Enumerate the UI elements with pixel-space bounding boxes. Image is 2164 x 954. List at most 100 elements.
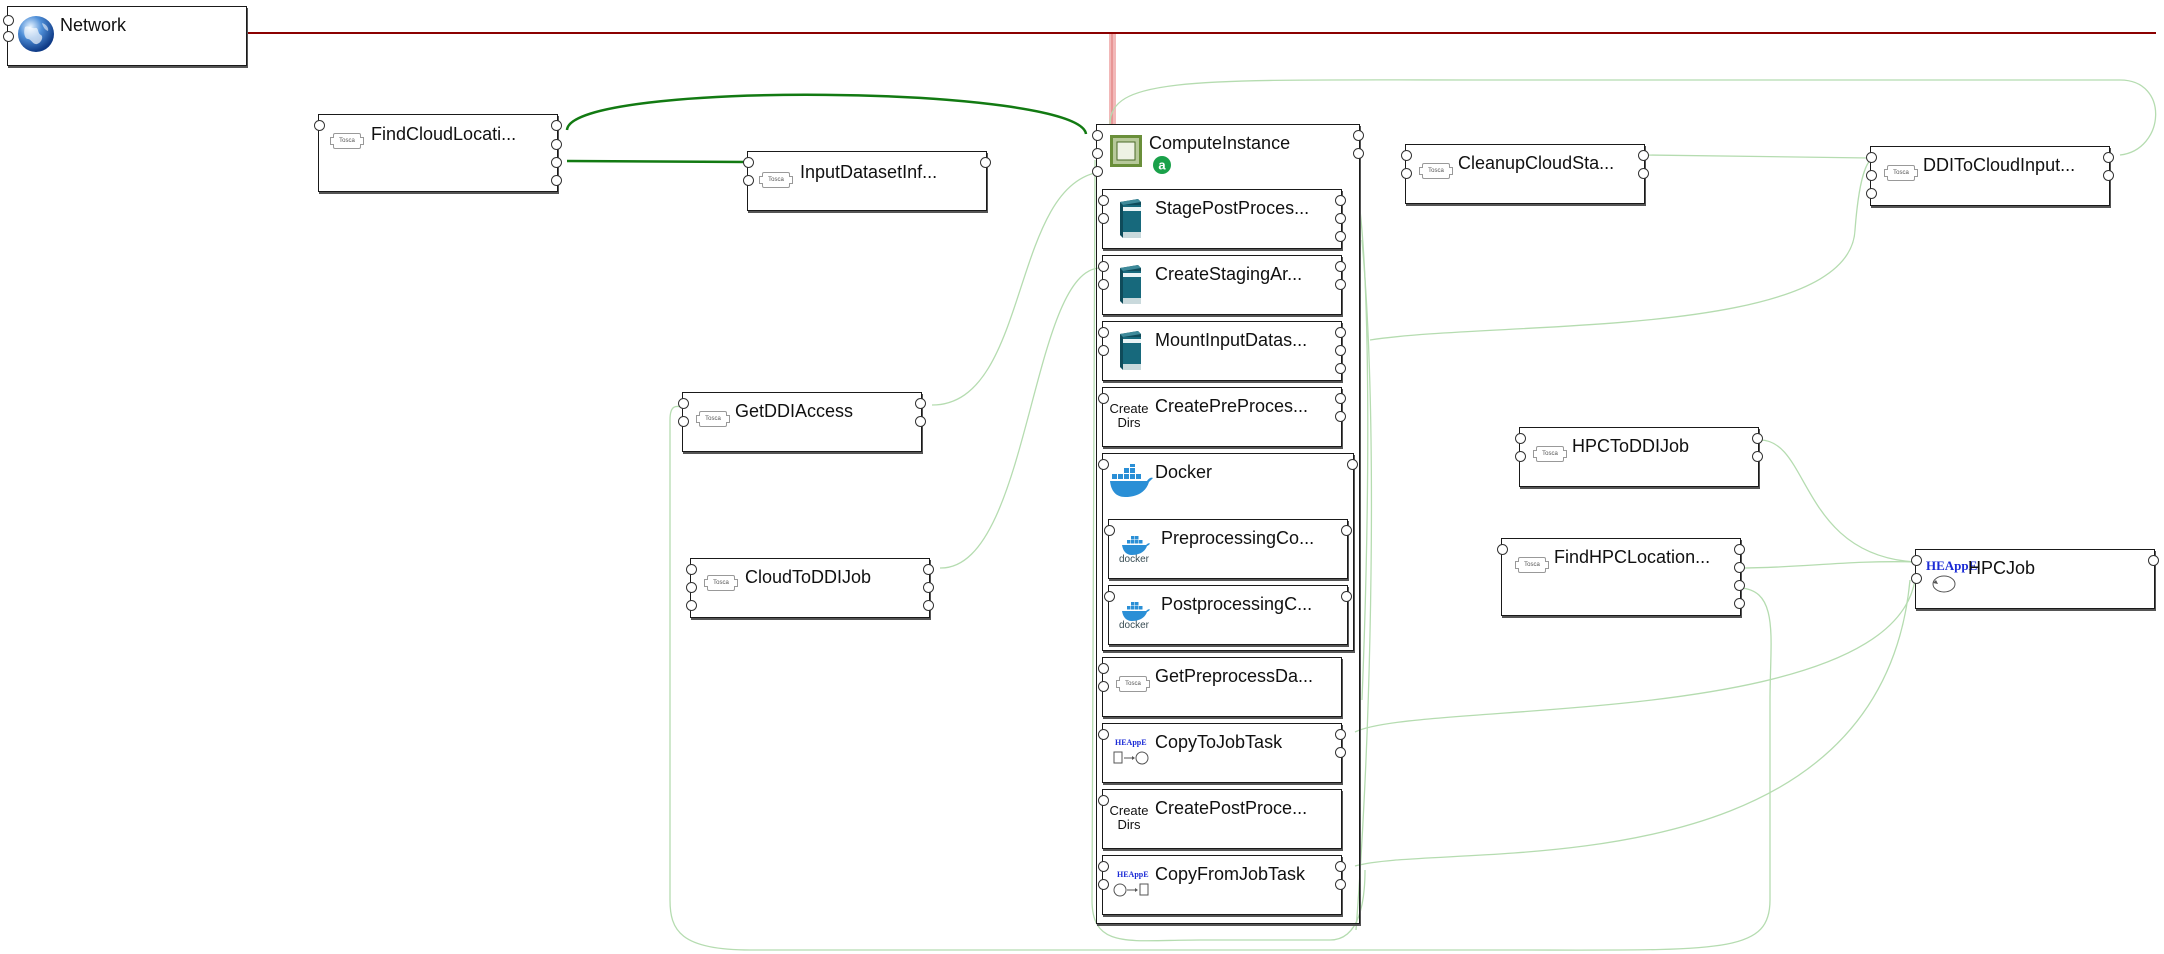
port[interactable] — [2103, 170, 2114, 181]
port[interactable] — [1734, 562, 1745, 573]
node-docker[interactable]: Docker — [1098, 453, 1358, 651]
port[interactable] — [1335, 393, 1346, 404]
port[interactable] — [1098, 393, 1109, 404]
port[interactable] — [1098, 879, 1109, 890]
port[interactable] — [1866, 152, 1877, 163]
port[interactable] — [551, 157, 562, 168]
node-hpc-to-ddi-job[interactable]: Tosca HPCToDDIJob — [1515, 427, 1763, 487]
node-postprocessing-container[interactable]: docker PostprocessingC... — [1104, 585, 1352, 645]
port[interactable] — [1497, 544, 1508, 555]
port[interactable] — [551, 175, 562, 186]
node-ddi-to-cloud-input[interactable]: Tosca DDIToCloudInput... — [1866, 146, 2114, 206]
node-stage-post-processing[interactable]: StagePostProces... — [1098, 189, 1346, 249]
node-create-post-processing[interactable]: Create Dirs CreatePostProce... — [1098, 789, 1342, 849]
port[interactable] — [551, 139, 562, 150]
port[interactable] — [314, 120, 325, 131]
port[interactable] — [1866, 188, 1877, 199]
port[interactable] — [1092, 148, 1103, 159]
port[interactable] — [1335, 195, 1346, 206]
port[interactable] — [1098, 663, 1109, 674]
port[interactable] — [1098, 279, 1109, 290]
node-find-hpc-location[interactable]: Tosca FindHPCLocation... — [1497, 538, 1745, 616]
port[interactable] — [1335, 411, 1346, 422]
port[interactable] — [1866, 170, 1877, 181]
port[interactable] — [1335, 279, 1346, 290]
port[interactable] — [1335, 261, 1346, 272]
node-get-preprocess-data[interactable]: Tosca GetPreprocessDa... — [1098, 657, 1342, 717]
port[interactable] — [923, 582, 934, 593]
port[interactable] — [1104, 525, 1115, 536]
port[interactable] — [1098, 681, 1109, 692]
port[interactable] — [1734, 544, 1745, 555]
port[interactable] — [686, 582, 697, 593]
node-mount-input-dataset[interactable]: MountInputDatas... — [1098, 321, 1346, 381]
node-create-pre-processing[interactable]: Create Dirs CreatePreProces... — [1098, 387, 1346, 447]
port[interactable] — [1911, 555, 1922, 566]
port[interactable] — [3, 31, 14, 42]
port[interactable] — [1734, 598, 1745, 609]
port[interactable] — [2148, 555, 2159, 566]
port[interactable] — [1638, 168, 1649, 179]
node-cloud-to-ddi-job[interactable]: Tosca CloudToDDIJob — [686, 558, 934, 618]
port[interactable] — [915, 416, 926, 427]
port[interactable] — [1911, 573, 1922, 584]
port[interactable] — [1098, 345, 1109, 356]
port[interactable] — [1752, 451, 1763, 462]
node-cleanup-cloud-staging[interactable]: Tosca CleanupCloudSta... — [1401, 144, 1649, 204]
port[interactable] — [686, 564, 697, 575]
port[interactable] — [1341, 525, 1352, 536]
port[interactable] — [1353, 148, 1364, 159]
port[interactable] — [1341, 591, 1352, 602]
port[interactable] — [1335, 861, 1346, 872]
port[interactable] — [1092, 130, 1103, 141]
port[interactable] — [1098, 327, 1109, 338]
port[interactable] — [1401, 150, 1412, 161]
node-network[interactable]: Network — [3, 6, 247, 66]
port[interactable] — [1098, 459, 1109, 470]
node-copy-to-job-task[interactable]: HEAppE CopyToJobTask — [1098, 723, 1346, 783]
port[interactable] — [1098, 729, 1109, 740]
port[interactable] — [686, 600, 697, 611]
port[interactable] — [743, 175, 754, 186]
port[interactable] — [1098, 213, 1109, 224]
port[interactable] — [923, 564, 934, 575]
node-input-dataset-info[interactable]: Tosca InputDatasetInf... — [743, 151, 991, 211]
port[interactable] — [1335, 879, 1346, 890]
port[interactable] — [743, 157, 754, 168]
port[interactable] — [1335, 231, 1346, 242]
node-find-cloud-location[interactable]: Tosca FindCloudLocati... — [314, 114, 562, 192]
port[interactable] — [2103, 152, 2114, 163]
port[interactable] — [1335, 747, 1346, 758]
port[interactable] — [1098, 795, 1109, 806]
port[interactable] — [1098, 861, 1109, 872]
port[interactable] — [1638, 150, 1649, 161]
port[interactable] — [1098, 195, 1109, 206]
port[interactable] — [678, 416, 689, 427]
port[interactable] — [1353, 130, 1364, 141]
port[interactable] — [678, 398, 689, 409]
port[interactable] — [923, 600, 934, 611]
port[interactable] — [1104, 591, 1115, 602]
node-get-ddi-access[interactable]: Tosca GetDDIAccess — [678, 392, 926, 452]
port[interactable] — [1347, 459, 1358, 470]
port[interactable] — [1752, 433, 1763, 444]
port[interactable] — [1092, 166, 1103, 177]
node-create-staging-area[interactable]: CreateStagingAr... — [1098, 255, 1346, 315]
port[interactable] — [3, 15, 14, 26]
port[interactable] — [1335, 363, 1346, 374]
port[interactable] — [1335, 213, 1346, 224]
port[interactable] — [1401, 168, 1412, 179]
node-copy-from-job-task[interactable]: HEAppE CopyFromJobTask — [1098, 855, 1346, 915]
port[interactable] — [1734, 580, 1745, 591]
port[interactable] — [980, 157, 991, 168]
port[interactable] — [1335, 729, 1346, 740]
port[interactable] — [1335, 345, 1346, 356]
port[interactable] — [551, 120, 562, 131]
port[interactable] — [1098, 261, 1109, 272]
port[interactable] — [915, 398, 926, 409]
node-compute-instance[interactable]: a ComputeInstance — [1092, 124, 1364, 924]
port[interactable] — [1335, 327, 1346, 338]
node-preprocessing-container[interactable]: docker PreprocessingCo... — [1104, 519, 1352, 579]
port[interactable] — [1515, 451, 1526, 462]
